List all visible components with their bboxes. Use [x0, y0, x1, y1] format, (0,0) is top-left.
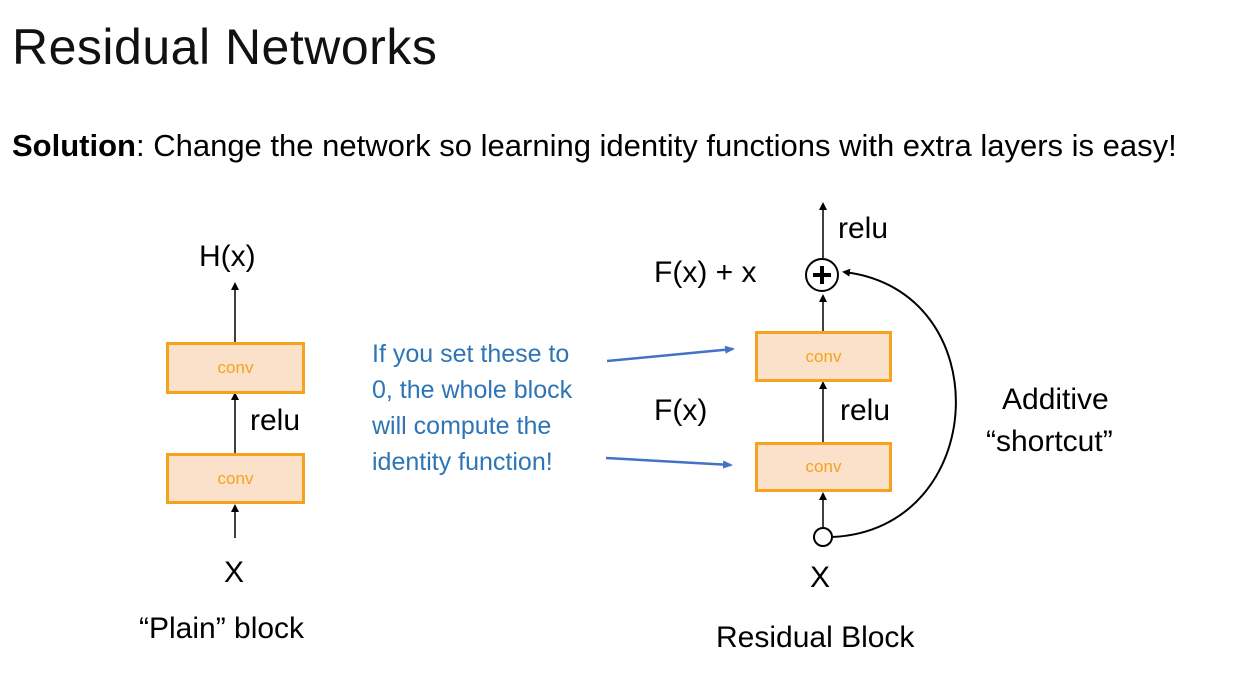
residual-block-caption: Residual Block: [716, 621, 915, 654]
input-split-node: [813, 527, 833, 547]
res-relu-label: relu: [840, 394, 891, 427]
shortcut-label-line2: “shortcut”: [986, 425, 1113, 458]
slide-title: Residual Networks: [12, 19, 438, 75]
identity-annotation: If you set these to 0, the whole block w…: [372, 340, 573, 476]
annotation-arrow-bottom: [605, 456, 733, 469]
res-input-label: X: [810, 561, 831, 594]
residual-fx-label: F(x): [654, 394, 708, 427]
subtitle-text: : Change the network so learning identit…: [135, 128, 1177, 163]
subtitle-bold: Solution: [12, 128, 136, 163]
plain-relu-label: relu: [250, 404, 301, 437]
res-conv-bottom: conv: [755, 442, 892, 492]
plain-conv-bottom: conv: [166, 453, 305, 504]
plain-output-label: H(x): [199, 240, 256, 273]
shortcut-arrow: [831, 268, 957, 538]
res-output-relu-label: relu: [838, 212, 889, 245]
plus-icon: [813, 266, 831, 284]
shortcut-label-line1: Additive: [1002, 383, 1109, 416]
plain-block-caption: “Plain” block: [139, 612, 305, 645]
res-conv-top: conv: [755, 331, 892, 382]
plain-conv-top: conv: [166, 342, 305, 394]
annotation-arrow-top: [606, 345, 735, 363]
slide-subtitle: Solution: Change the network so learning…: [12, 128, 1177, 164]
sum-label: F(x) + x: [654, 256, 757, 289]
plain-input-label: X: [224, 556, 245, 589]
